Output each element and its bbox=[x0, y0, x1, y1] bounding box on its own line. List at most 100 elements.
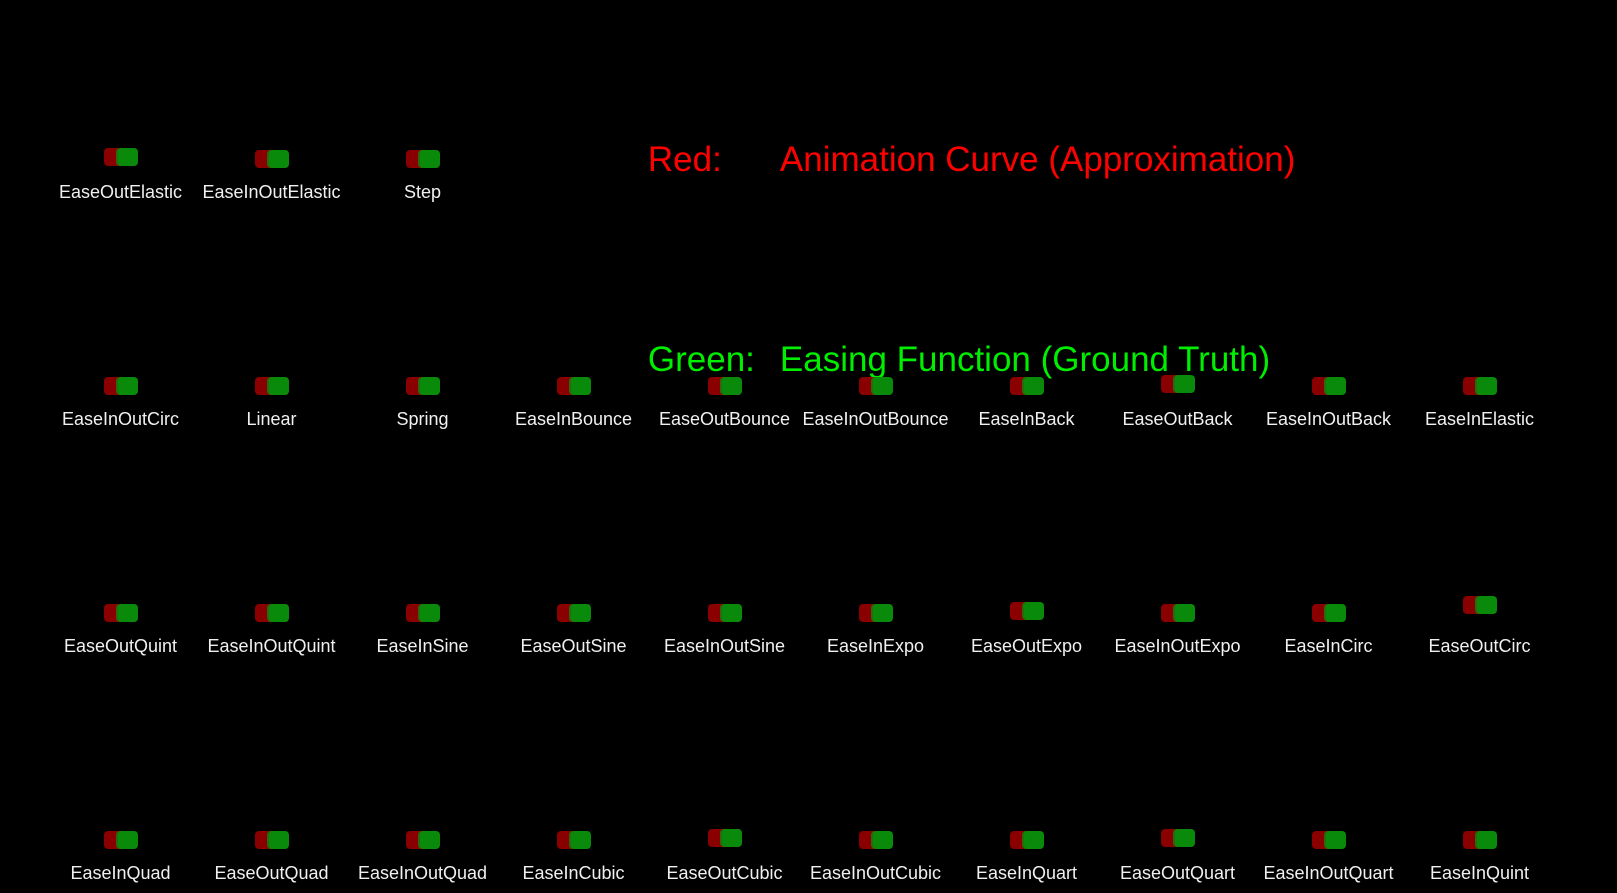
curve-swatch-icon bbox=[254, 150, 291, 170]
curve-swatch-icon bbox=[1009, 602, 1046, 622]
easing-function-swatch bbox=[721, 377, 742, 395]
curve-swatch-icon bbox=[556, 604, 593, 624]
easing-cell: EaseInOutCirc bbox=[45, 377, 196, 437]
easing-function-swatch bbox=[117, 831, 138, 849]
easing-label: EaseOutExpo bbox=[970, 636, 1083, 656]
curve-swatch-icon bbox=[103, 831, 140, 851]
curve-swatch-icon bbox=[254, 604, 291, 624]
easing-function-swatch bbox=[1023, 602, 1044, 620]
curve-swatch-icon bbox=[1311, 604, 1348, 624]
easing-cell: EaseOutQuad bbox=[196, 831, 347, 891]
easing-label: EaseInCirc bbox=[1284, 636, 1373, 656]
easing-label: EaseInBack bbox=[978, 409, 1075, 429]
easing-cell: Spring bbox=[347, 377, 498, 437]
easing-label: EaseOutQuart bbox=[1119, 863, 1236, 883]
curve-swatch-icon bbox=[1311, 831, 1348, 851]
curve-swatch-icon bbox=[556, 831, 593, 851]
curve-swatch-icon bbox=[1462, 377, 1499, 397]
legend-green-key: Green: bbox=[647, 340, 755, 379]
easing-label: EaseOutCirc bbox=[1428, 636, 1531, 656]
curve-swatch-icon bbox=[707, 377, 744, 397]
easing-function-swatch bbox=[1325, 604, 1346, 622]
easing-label: EaseInSine bbox=[376, 636, 469, 656]
easing-cell: EaseInOutQuint bbox=[196, 604, 347, 664]
easing-function-swatch bbox=[872, 604, 893, 622]
easing-function-swatch bbox=[268, 604, 289, 622]
curve-swatch-icon bbox=[556, 377, 593, 397]
easing-function-swatch bbox=[1174, 604, 1195, 622]
easing-label: EaseInOutBounce bbox=[802, 409, 949, 429]
easing-function-swatch bbox=[1325, 831, 1346, 849]
easing-function-swatch bbox=[117, 604, 138, 622]
easing-function-swatch bbox=[419, 377, 440, 395]
easing-function-swatch bbox=[721, 604, 742, 622]
easing-label: EaseInCubic bbox=[522, 863, 625, 883]
easing-cell: EaseInQuart bbox=[951, 831, 1102, 891]
easing-label: EaseInOutSine bbox=[663, 636, 786, 656]
easing-function-swatch bbox=[570, 831, 591, 849]
easing-label: EaseOutQuint bbox=[63, 636, 178, 656]
easing-cell: EaseInOutSine bbox=[649, 604, 800, 664]
easing-function-swatch bbox=[1476, 831, 1497, 849]
easing-label: Step bbox=[403, 182, 442, 202]
easing-cell: EaseOutSine bbox=[498, 604, 649, 664]
easing-label: Linear bbox=[246, 409, 297, 429]
easing-label: EaseOutSine bbox=[520, 636, 627, 656]
easing-cell: EaseOutCirc bbox=[1404, 596, 1555, 664]
curve-swatch-icon bbox=[254, 831, 291, 851]
curve-swatch-icon bbox=[1462, 831, 1499, 851]
curve-swatch-icon bbox=[1009, 831, 1046, 851]
easing-cell: EaseOutElastic bbox=[45, 148, 196, 210]
easing-function-swatch bbox=[268, 150, 289, 168]
curve-swatch-icon bbox=[405, 604, 442, 624]
curve-swatch-icon bbox=[1160, 604, 1197, 624]
easing-label: EaseInOutExpo bbox=[1114, 636, 1241, 656]
easing-label: EaseInOutCirc bbox=[61, 409, 180, 429]
easing-function-swatch bbox=[570, 604, 591, 622]
easing-cell: EaseInOutExpo bbox=[1102, 604, 1253, 664]
easing-cell: EaseInOutElastic bbox=[196, 150, 347, 210]
easing-cell: EaseInOutQuad bbox=[347, 831, 498, 891]
easing-function-swatch bbox=[1325, 377, 1346, 395]
easing-cell: EaseInOutQuart bbox=[1253, 831, 1404, 891]
easing-cell: EaseInCubic bbox=[498, 831, 649, 891]
easing-function-swatch bbox=[1174, 829, 1195, 847]
easing-label: EaseInOutQuint bbox=[207, 636, 336, 656]
easing-function-swatch bbox=[1476, 377, 1497, 395]
curve-swatch-icon bbox=[1160, 829, 1197, 849]
easing-cell: EaseOutQuint bbox=[45, 604, 196, 664]
easing-label: EaseInOutElastic bbox=[202, 182, 341, 202]
easing-cell: EaseInOutBack bbox=[1253, 377, 1404, 437]
easing-cell: EaseOutCubic bbox=[649, 829, 800, 891]
legend-red-key: Red: bbox=[647, 140, 722, 179]
legend-green-line: Green: Easing Function (Ground Truth) bbox=[609, 300, 1295, 420]
easing-label: EaseInExpo bbox=[826, 636, 925, 656]
easing-cell: EaseInOutCubic bbox=[800, 831, 951, 891]
easing-function-swatch bbox=[1476, 596, 1497, 614]
legend-green-text: Easing Function (Ground Truth) bbox=[779, 340, 1271, 379]
curve-swatch-icon bbox=[103, 604, 140, 624]
easing-function-swatch bbox=[268, 831, 289, 849]
easing-function-swatch bbox=[872, 377, 893, 395]
easing-function-swatch bbox=[117, 377, 138, 395]
easing-label: EaseOutQuad bbox=[214, 863, 329, 883]
curve-swatch-icon bbox=[1462, 596, 1499, 616]
curve-swatch-icon bbox=[103, 148, 140, 168]
easing-label: EaseOutBounce bbox=[658, 409, 791, 429]
easing-label: EaseInQuart bbox=[975, 863, 1078, 883]
easing-cell: EaseInElastic bbox=[1404, 377, 1555, 437]
curve-swatch-icon bbox=[405, 150, 442, 170]
legend-red-line: Red:Animation Curve (Approximation) bbox=[609, 100, 1295, 220]
easing-cell: Step bbox=[347, 150, 498, 210]
easing-cell: EaseInQuad bbox=[45, 831, 196, 891]
curve-swatch-icon bbox=[707, 604, 744, 624]
easing-cell: EaseInBack bbox=[951, 377, 1102, 437]
easing-cell: EaseOutExpo bbox=[951, 602, 1102, 664]
curve-swatch-icon bbox=[405, 377, 442, 397]
easing-function-swatch bbox=[1023, 831, 1044, 849]
easing-function-swatch bbox=[721, 829, 742, 847]
easing-label: EaseInQuad bbox=[70, 863, 171, 883]
curve-swatch-icon bbox=[103, 377, 140, 397]
easing-cell: EaseInBounce bbox=[498, 377, 649, 437]
legend: Red:Animation Curve (Approximation) Gree… bbox=[609, 20, 1295, 460]
